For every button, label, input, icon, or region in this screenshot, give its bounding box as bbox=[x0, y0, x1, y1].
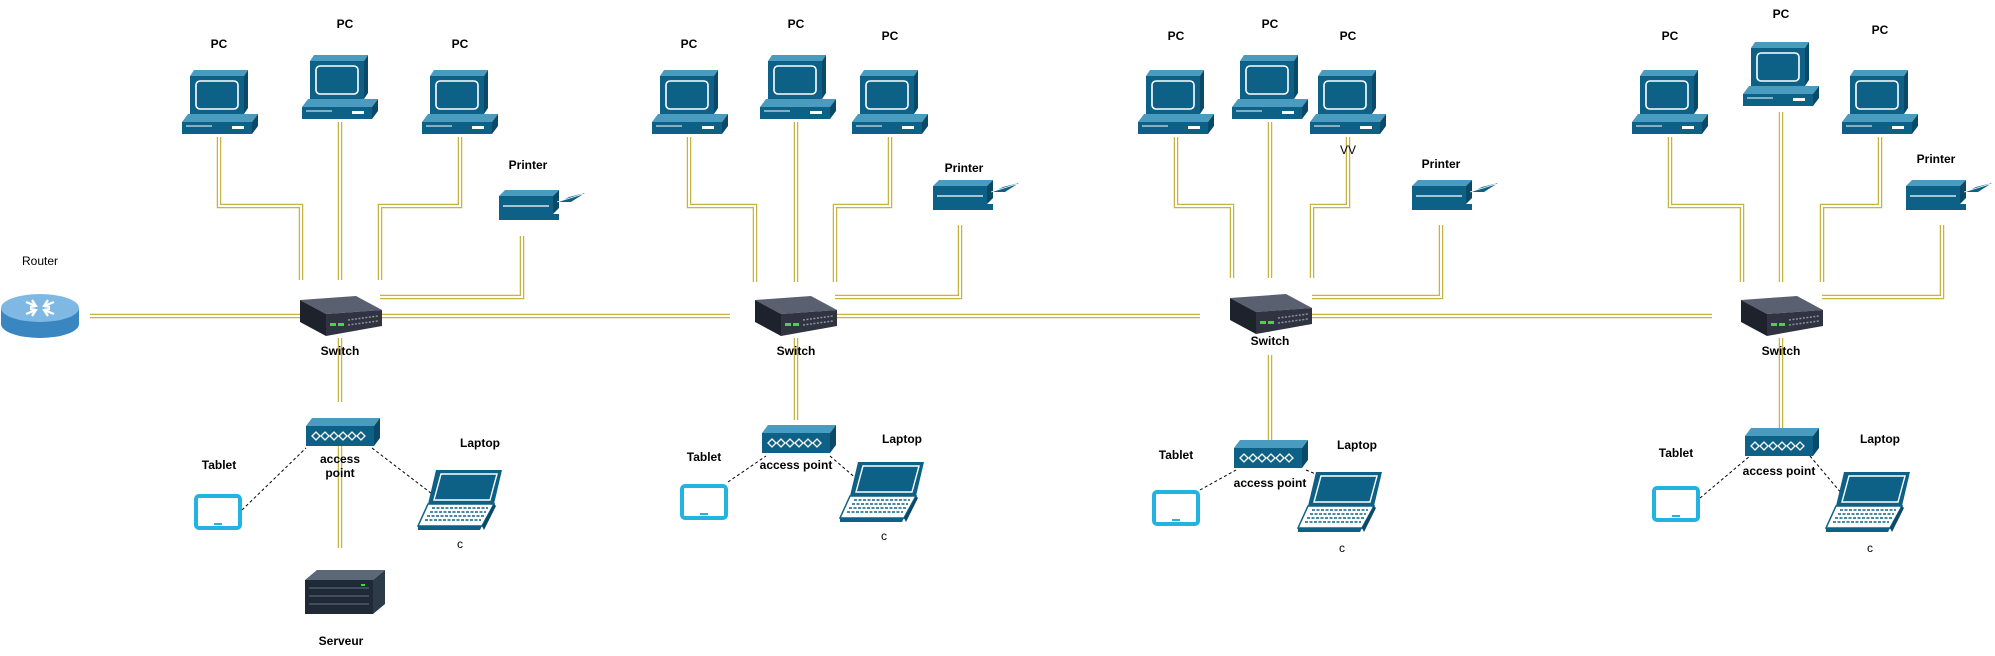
pc-label: PC bbox=[681, 37, 698, 51]
pc-label: PC bbox=[1262, 17, 1279, 31]
access-point-label-line2: point bbox=[325, 466, 354, 480]
laptop-caption: c bbox=[457, 537, 463, 551]
tablet-label: Tablet bbox=[202, 458, 236, 472]
pc-label: PC bbox=[1662, 29, 1679, 43]
pc-icon[interactable] bbox=[1137, 69, 1215, 135]
laptop-label: Laptop bbox=[1337, 438, 1377, 452]
laptop-caption: c bbox=[1339, 541, 1345, 555]
server-label: Serveur bbox=[319, 634, 364, 648]
pc-icon[interactable] bbox=[1309, 69, 1387, 135]
pc-icon[interactable] bbox=[651, 69, 729, 135]
switch-label: Switch bbox=[777, 344, 816, 358]
network-segment-1: PC PC PC Printer Switch access point Tab… bbox=[181, 17, 586, 648]
network-segment-4: PC PC PC Printer Switch access point Tab… bbox=[1631, 7, 1993, 555]
laptop-icon[interactable] bbox=[1297, 471, 1383, 533]
pc-icon[interactable] bbox=[1841, 69, 1919, 135]
laptop-caption: c bbox=[881, 529, 887, 543]
switch-label: Switch bbox=[321, 344, 360, 358]
router-icon bbox=[0, 292, 81, 340]
tablet-label: Tablet bbox=[1659, 446, 1693, 460]
network-segment-3: PC PC PC VV Printer Switch access point … bbox=[1137, 17, 1499, 555]
router[interactable]: Router bbox=[0, 254, 81, 340]
laptop-label: Laptop bbox=[460, 436, 500, 450]
ethernet-cables bbox=[90, 112, 1945, 548]
printer-label: Printer bbox=[1422, 157, 1461, 171]
printer-label: Printer bbox=[509, 158, 548, 172]
printer-icon[interactable] bbox=[498, 189, 586, 221]
pc-icon[interactable] bbox=[851, 69, 929, 135]
printer-label: Printer bbox=[1917, 152, 1956, 166]
pc-label: PC bbox=[337, 17, 354, 31]
pc-label: PC bbox=[1168, 29, 1185, 43]
pc-label: PC bbox=[1340, 29, 1357, 43]
tablet-label: Tablet bbox=[1159, 448, 1193, 462]
access-point-icon[interactable] bbox=[1233, 439, 1309, 469]
pc-label: PC bbox=[1773, 7, 1790, 21]
switch-label: Switch bbox=[1762, 344, 1801, 358]
pc-label: PC bbox=[788, 17, 805, 31]
access-point-label-line1: access bbox=[320, 452, 360, 466]
router-label: Router bbox=[22, 254, 58, 268]
printer-icon[interactable] bbox=[1905, 179, 1993, 211]
laptop-icon[interactable] bbox=[417, 469, 503, 531]
pc-icon[interactable] bbox=[1742, 41, 1820, 107]
access-point-icon[interactable] bbox=[1744, 427, 1820, 457]
pc-label: PC bbox=[1872, 23, 1889, 37]
pc-label: PC bbox=[211, 37, 228, 51]
server-icon[interactable] bbox=[304, 569, 386, 615]
stray-mark: VV bbox=[1340, 143, 1356, 157]
tablet-icon[interactable] bbox=[194, 494, 242, 530]
pc-icon[interactable] bbox=[1231, 54, 1309, 120]
pc-label: PC bbox=[882, 29, 899, 43]
access-point-icon[interactable] bbox=[305, 417, 381, 447]
printer-icon[interactable] bbox=[932, 179, 1020, 211]
switch-icon[interactable] bbox=[1740, 295, 1824, 337]
laptop-icon[interactable] bbox=[839, 461, 925, 523]
laptop-icon[interactable] bbox=[1825, 471, 1911, 533]
tablet-icon[interactable] bbox=[680, 484, 728, 520]
access-point-label: access point bbox=[1234, 476, 1307, 490]
printer-icon[interactable] bbox=[1411, 179, 1499, 211]
access-point-label: access point bbox=[760, 458, 833, 472]
tablet-icon[interactable] bbox=[1152, 490, 1200, 526]
switch-icon[interactable] bbox=[1229, 293, 1313, 335]
switch-icon[interactable] bbox=[299, 295, 383, 337]
laptop-label: Laptop bbox=[882, 432, 922, 446]
switch-icon[interactable] bbox=[754, 295, 838, 337]
pc-icon[interactable] bbox=[421, 69, 499, 135]
pc-icon[interactable] bbox=[1631, 69, 1709, 135]
tablet-label: Tablet bbox=[687, 450, 721, 464]
switch-label: Switch bbox=[1251, 334, 1290, 348]
pc-icon[interactable] bbox=[759, 54, 837, 120]
laptop-caption: c bbox=[1867, 541, 1873, 555]
access-point-icon[interactable] bbox=[761, 424, 837, 454]
tablet-icon[interactable] bbox=[1652, 486, 1700, 522]
access-point-label: access point bbox=[1743, 464, 1816, 478]
pc-label: PC bbox=[452, 37, 469, 51]
printer-label: Printer bbox=[945, 161, 984, 175]
pc-icon[interactable] bbox=[181, 69, 259, 135]
network-segment-2: PC PC PC Printer Switch access point Tab… bbox=[651, 17, 1020, 543]
pc-icon[interactable] bbox=[301, 54, 379, 120]
laptop-label: Laptop bbox=[1860, 432, 1900, 446]
